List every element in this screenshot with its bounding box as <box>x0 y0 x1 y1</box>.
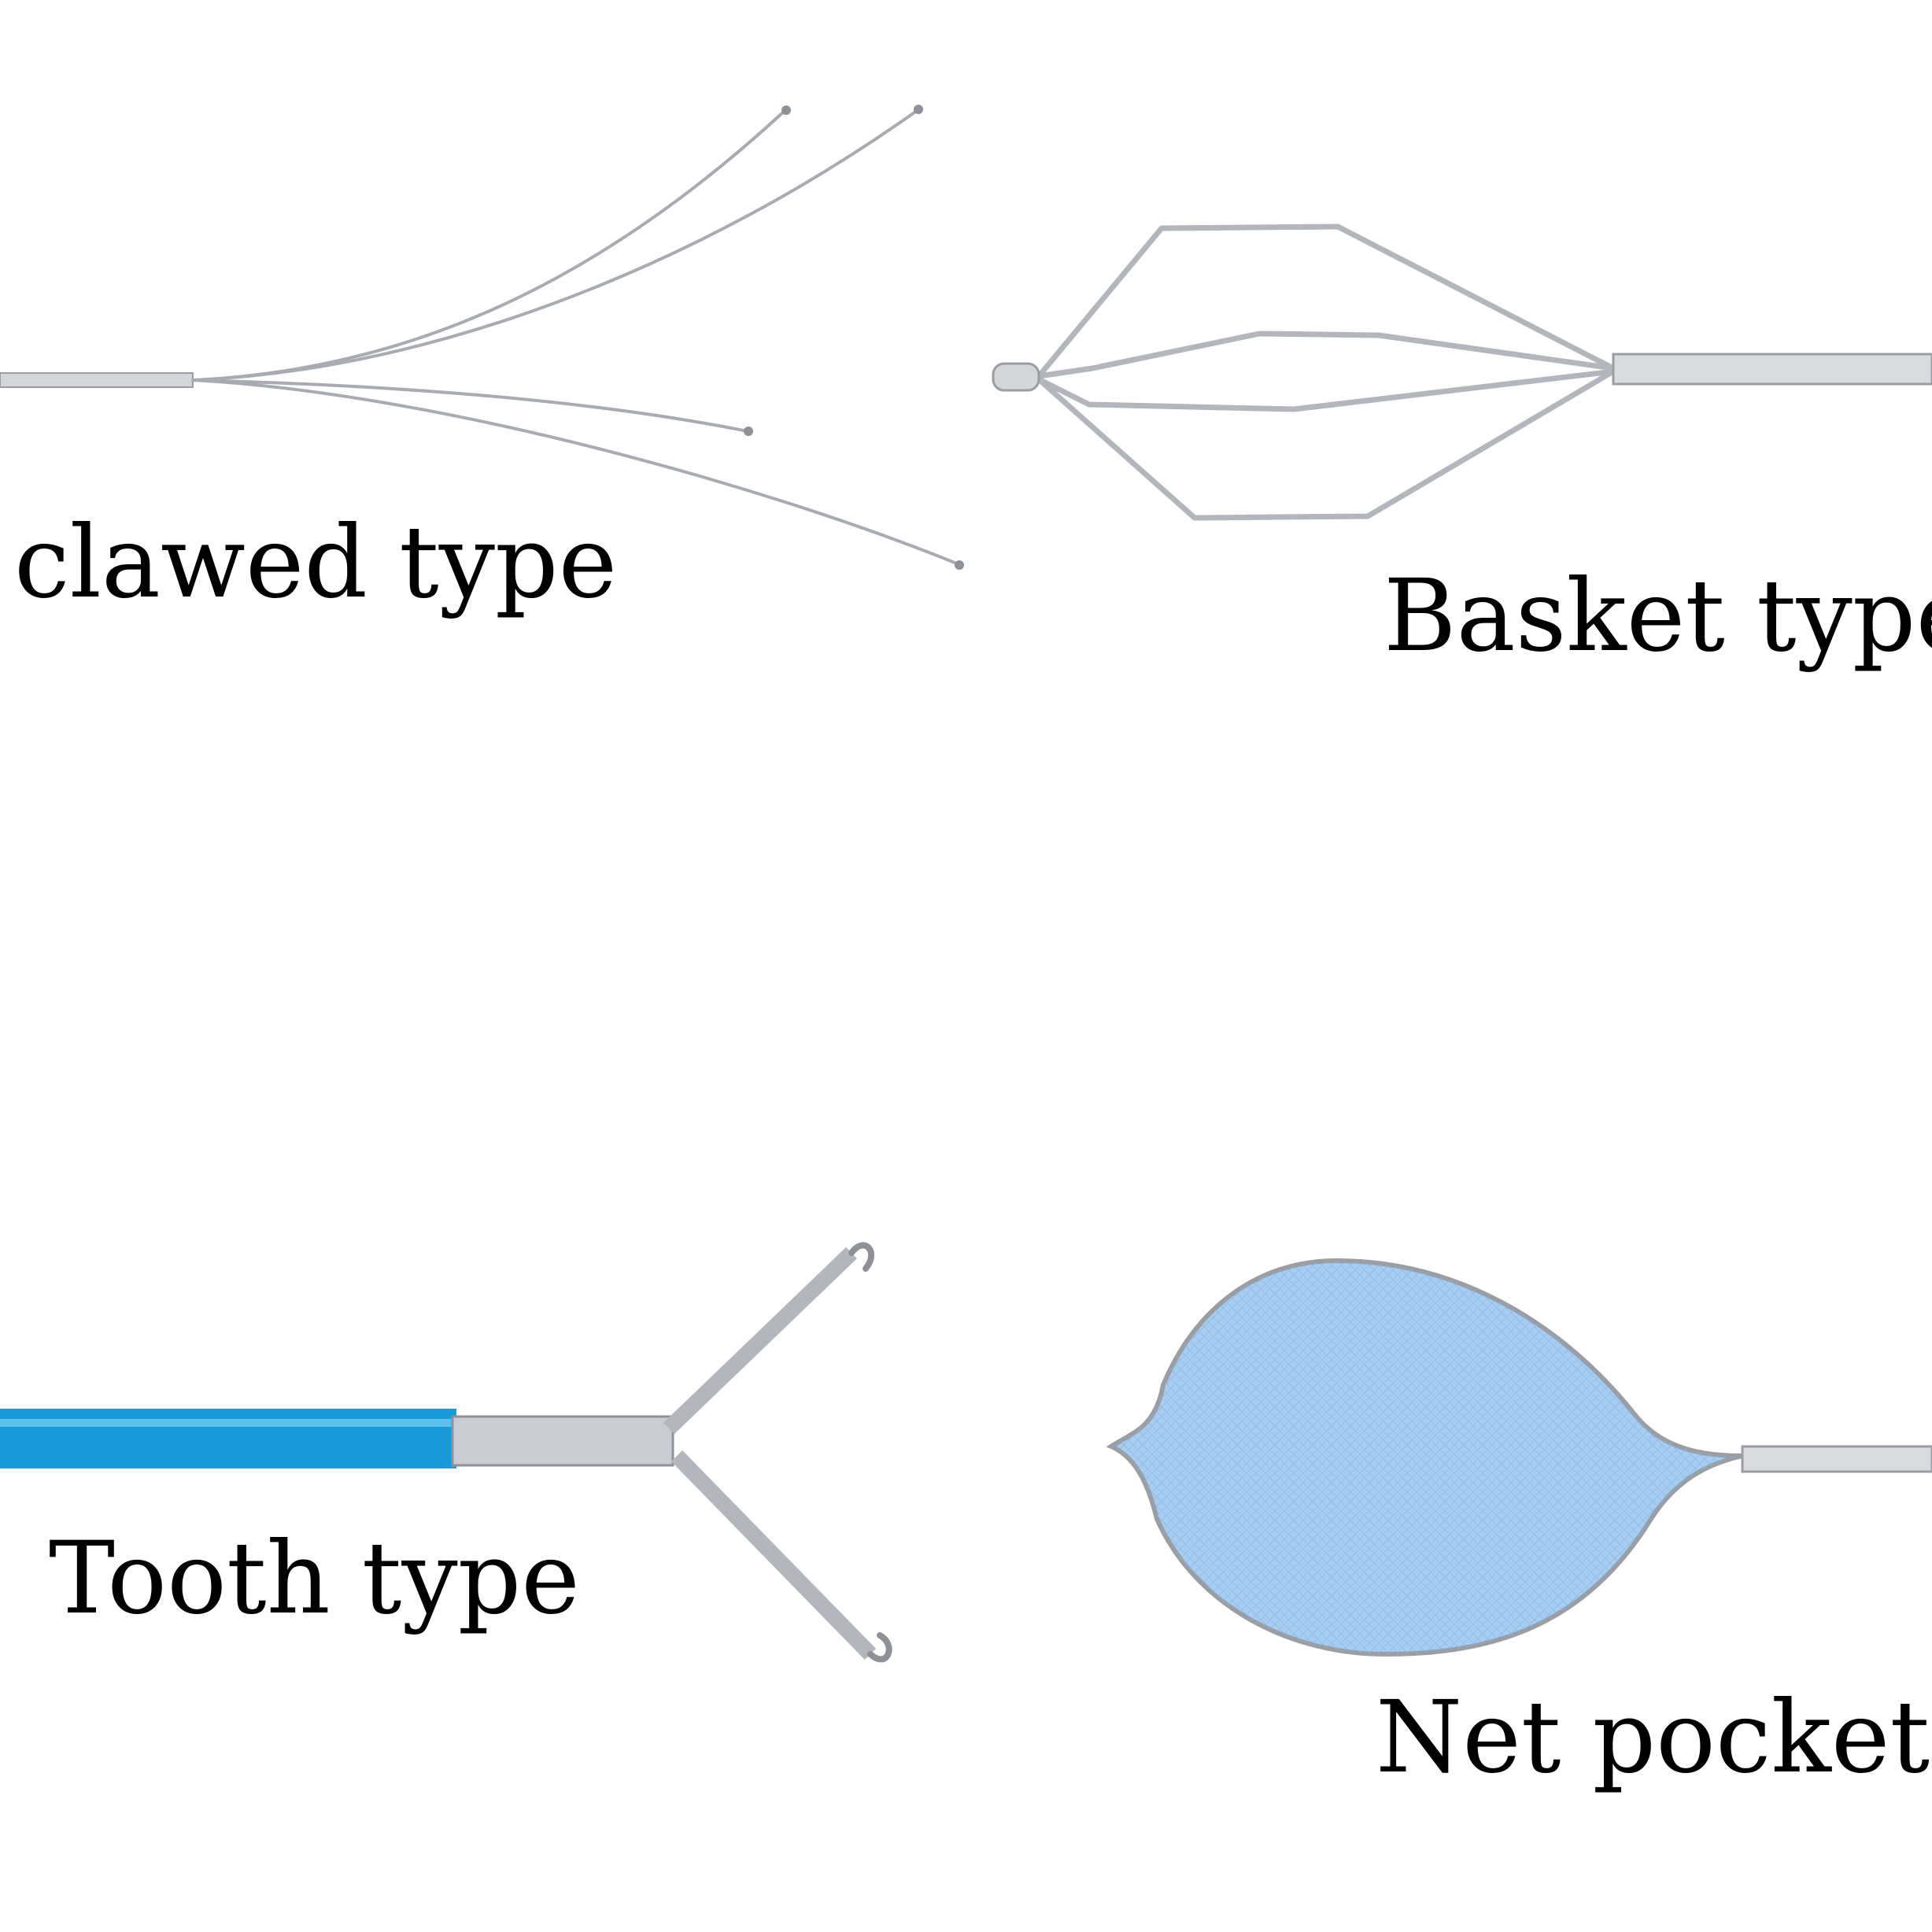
clawed-type-label: clawed type <box>14 504 618 620</box>
claw-prong-2 <box>191 109 919 382</box>
basket-wire-outer-top <box>1036 223 1615 379</box>
claw-prong-3 <box>191 379 749 433</box>
claw-tip-1 <box>781 105 791 115</box>
basket-wire-outer-bottom <box>1036 368 1615 521</box>
claw-tip-2 <box>914 105 923 114</box>
tooth-hook-upper <box>848 1242 875 1272</box>
tooth-type-label: Tooth type <box>49 1520 580 1636</box>
basket-wire-inner-bottom <box>1037 368 1614 412</box>
basket-sheath <box>1612 353 1932 386</box>
claw-prong-4 <box>191 379 960 566</box>
tooth-sheath-highlight <box>0 1419 456 1427</box>
basket-tip <box>992 362 1040 392</box>
tooth-hook-lower <box>867 1632 892 1663</box>
net-pocket-sheath <box>1741 1445 1932 1473</box>
tooth-jaw-lower <box>670 1450 877 1660</box>
tooth-metal-collar <box>451 1415 674 1467</box>
basket-type-label: Basket type <box>1383 558 1932 674</box>
tooth-jaw-upper <box>663 1247 857 1435</box>
net-pocket-label: Net pocket <box>1376 1679 1930 1795</box>
tooth-blue-sheath <box>0 1409 456 1468</box>
claw-tip-4 <box>955 560 964 570</box>
basket-wire-inner-top <box>1038 331 1614 379</box>
claw-tip-3 <box>744 427 753 436</box>
